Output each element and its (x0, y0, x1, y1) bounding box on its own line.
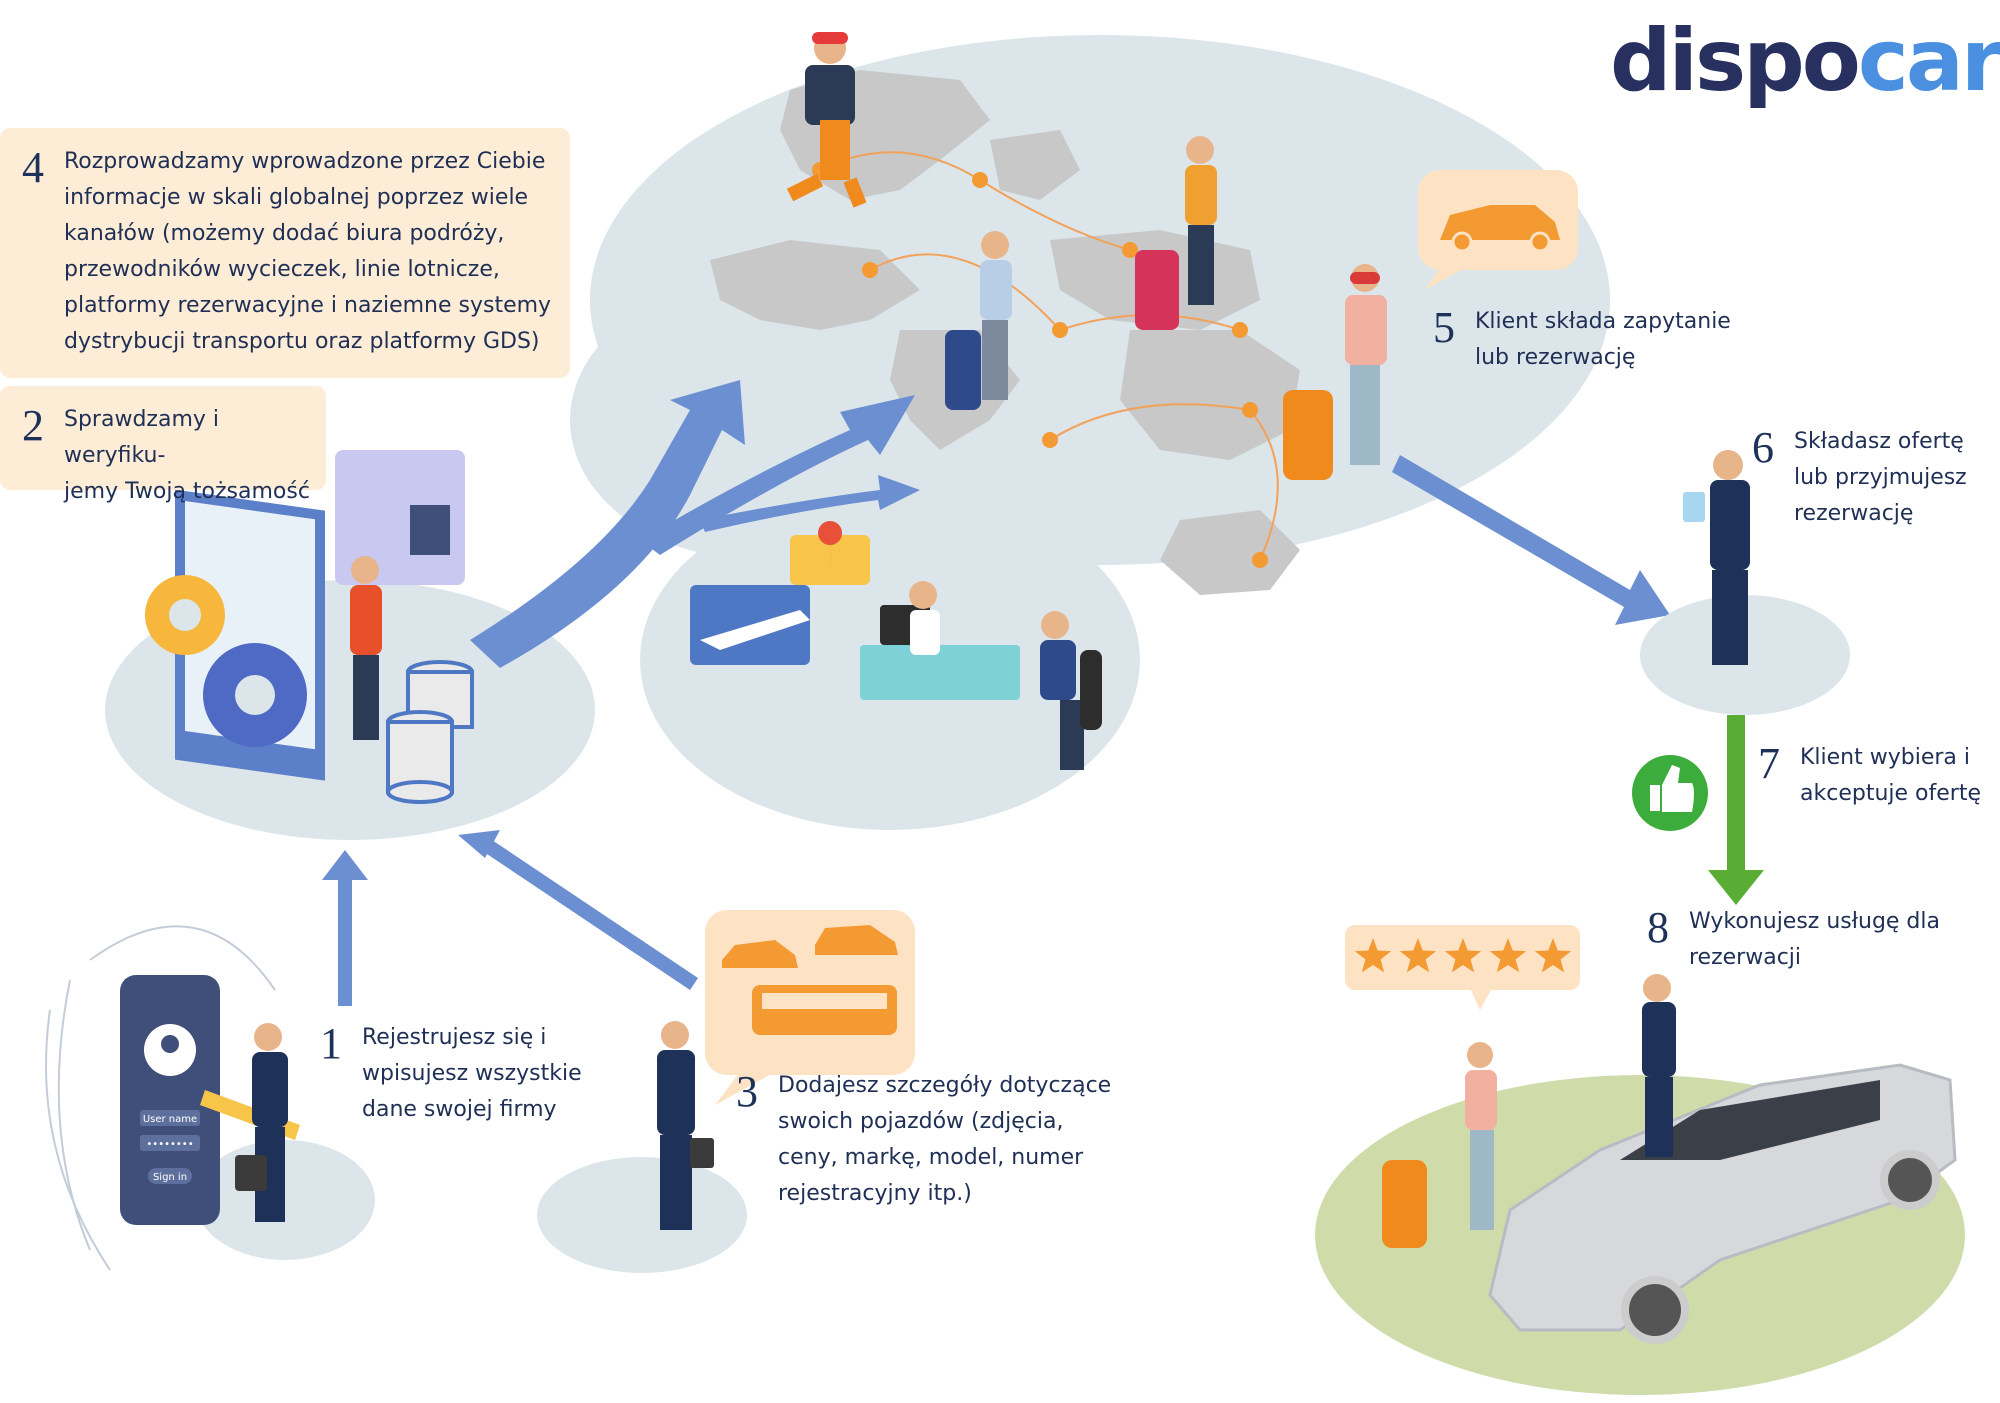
step-number: 2 (22, 401, 44, 450)
step-number: 8 (1647, 903, 1669, 952)
arrow-to-step6 (1392, 455, 1670, 625)
step-number: 6 (1752, 423, 1774, 472)
step-text: Klient składa zapytanie lub rezerwację (1475, 309, 1731, 370)
step-1: 1 Rejestrujesz się i wpisujesz wszystkie… (320, 1020, 582, 1128)
step-text: Klient wybiera i akceptuje ofertę (1800, 745, 1981, 806)
step-number: 7 (1758, 739, 1780, 788)
step-text: Składasz ofertę lub przyjmujesz rezerwac… (1794, 429, 1967, 526)
traveler-suitcase-icon (1283, 264, 1387, 480)
step-4: 4 Rozprowadzamy wprowadzone przez Ciebie… (0, 128, 570, 378)
step-5: 5 Klient składa zapytanie lub rezerwację (1433, 304, 1731, 376)
fleet-owner (537, 1021, 747, 1273)
step-text: Dodajesz szczegóły dotyczące swoich poja… (778, 1073, 1112, 1206)
step-number: 5 (1433, 303, 1455, 352)
step-7: 7 Klient wybiera i akceptuje ofertę (1758, 740, 1981, 812)
traveler-phone-icon (945, 231, 1012, 410)
verification-platform (105, 450, 595, 840)
traveler-map-icon (1135, 136, 1217, 330)
distribution-arrow (470, 380, 920, 668)
dispocars-logo: dispocars (1610, 11, 2000, 111)
thumbs-up-icon (1632, 755, 1708, 831)
car-bubble (1418, 170, 1578, 290)
step-text: Wykonujesz usługę dla rezerwacji (1689, 909, 1940, 970)
star-icon (1354, 938, 1392, 973)
star-icon (1534, 938, 1572, 973)
step-text: Rejestrujesz się i wpisujesz wszystkie d… (362, 1025, 582, 1122)
vehicles-arrow (458, 830, 698, 990)
phone-signin-button: Sign in (153, 1172, 187, 1183)
step-2: 2 Sprawdzamy i weryfiku- jemy Twoją tożs… (0, 386, 326, 504)
signal-arcs (45, 925, 276, 1271)
step-text: Rozprowadzamy wprowadzone przez Ciebie i… (64, 149, 552, 354)
phone-password-field: •••••••• (146, 1139, 193, 1150)
travel-agency-icon (690, 521, 1102, 770)
star-icon (1399, 938, 1437, 973)
service-platform (1315, 974, 1965, 1395)
star-icon (1444, 938, 1482, 973)
owner-platform (1640, 450, 1850, 715)
phone-username-field: User name (143, 1114, 197, 1125)
traveler-backpack-icon (786, 32, 867, 208)
star-icon (1489, 938, 1527, 973)
step-3: 3 Dodajesz szczegóły dotyczące swoich po… (736, 1068, 1111, 1212)
rating-stars (1354, 938, 1572, 973)
step-text: Sprawdzamy i weryfiku- jemy Twoją tożsam… (64, 407, 310, 504)
step-8: 8 Wykonujesz usługę dla rezerwacji (1647, 904, 1940, 976)
fleet-bubble (705, 910, 915, 1105)
step-number: 3 (736, 1067, 758, 1116)
step-number: 1 (320, 1019, 342, 1068)
step-number: 4 (22, 143, 44, 192)
register-arrow (322, 850, 368, 1006)
accept-arrow (1708, 715, 1764, 905)
step-6: 6 Składasz ofertę lub przyjmujesz rezerw… (1752, 424, 1967, 532)
registration-phone-icon: User name •••••••• Sign in (120, 975, 375, 1260)
